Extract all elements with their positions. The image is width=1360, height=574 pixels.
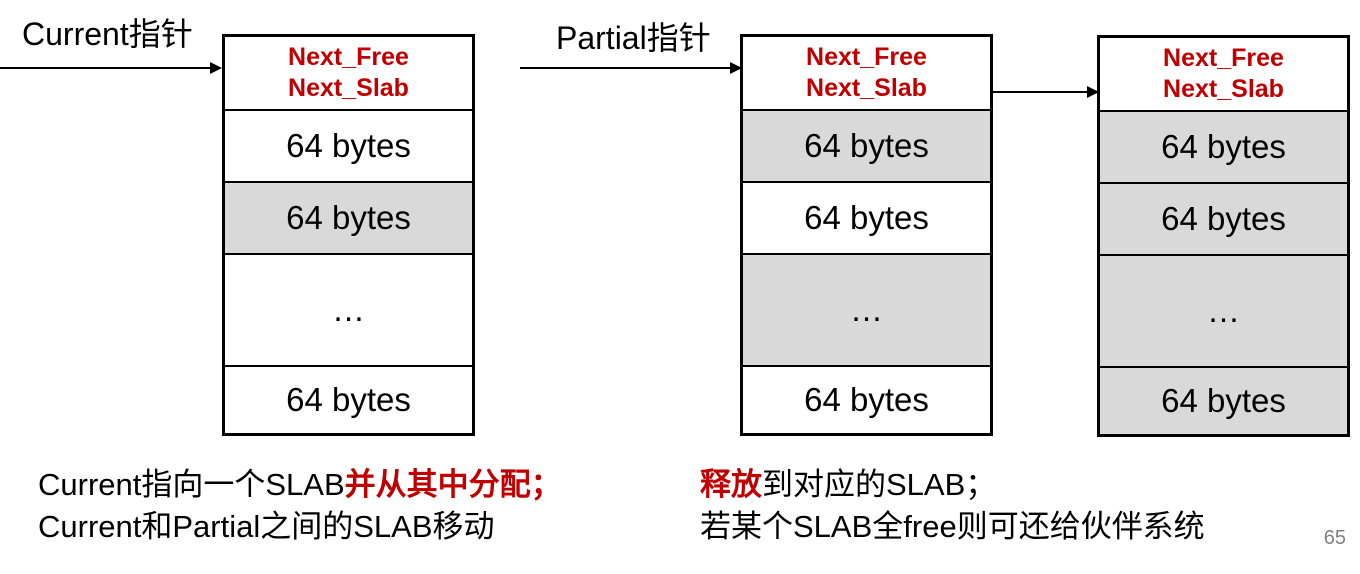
slab-header: Next_Free Next_Slab — [225, 37, 472, 109]
slab-cell-ellipsis: … — [225, 253, 472, 365]
current-pointer-arrow — [0, 67, 210, 69]
next-slab-label: Next_Slab — [806, 74, 927, 102]
caption-right-line2: 若某个SLAB全free则可还给伙伴系统 — [700, 509, 1205, 544]
slab-cell: 64 bytes — [225, 181, 472, 253]
slab-partial-next: Next_Free Next_Slab 64 bytes 64 bytes … … — [1097, 35, 1350, 437]
page-number: 65 — [1323, 527, 1346, 549]
slab-cell-ellipsis: … — [1100, 254, 1347, 366]
next-slab-label: Next_Slab — [1163, 75, 1284, 103]
caption-left-line1: Current指向一个SLAB并从其中分配； — [38, 464, 562, 506]
partial-pointer-label: Partial指针 — [556, 20, 711, 56]
partial-pointer-arrowhead — [730, 62, 742, 74]
next-slab-label: Next_Slab — [288, 74, 409, 102]
slab-cell-ellipsis: … — [743, 253, 990, 365]
slab-cell: 64 bytes — [225, 365, 472, 433]
caption-left-line2: Current和Partial之间的SLAB移动 — [38, 509, 495, 544]
current-pointer-arrowhead — [210, 62, 222, 74]
caption-left-emphasis: 并从其中分配； — [344, 467, 562, 502]
slab-cell: 64 bytes — [225, 109, 472, 181]
caption-right-plain: 到对应的SLAB； — [762, 467, 997, 502]
slab-partial: Next_Free Next_Slab 64 bytes 64 bytes … … — [740, 34, 993, 436]
slab-cell: 64 bytes — [743, 109, 990, 181]
slab-header: Next_Free Next_Slab — [1100, 38, 1347, 110]
current-pointer-label: Current指针 — [22, 16, 193, 52]
slab-current: Next_Free Next_Slab 64 bytes 64 bytes … … — [222, 34, 475, 436]
slab-cell: 64 bytes — [743, 181, 990, 253]
caption-right-line1: 释放到对应的SLAB； — [700, 464, 996, 506]
partial-pointer-arrow — [520, 67, 730, 69]
slab-cell: 64 bytes — [743, 365, 990, 433]
next-slab-link-arrow — [993, 91, 1087, 93]
next-free-label: Next_Free — [288, 43, 409, 71]
caption-left-plain: Current指向一个SLAB — [38, 467, 345, 502]
next-slab-link-arrowhead — [1087, 86, 1099, 98]
slab-cell: 64 bytes — [1100, 110, 1347, 182]
caption-right-emphasis: 释放 — [700, 467, 762, 502]
next-free-label: Next_Free — [1163, 44, 1284, 72]
slab-cell: 64 bytes — [1100, 182, 1347, 254]
slab-header: Next_Free Next_Slab — [743, 37, 990, 109]
next-free-label: Next_Free — [806, 43, 927, 71]
slab-cell: 64 bytes — [1100, 366, 1347, 434]
